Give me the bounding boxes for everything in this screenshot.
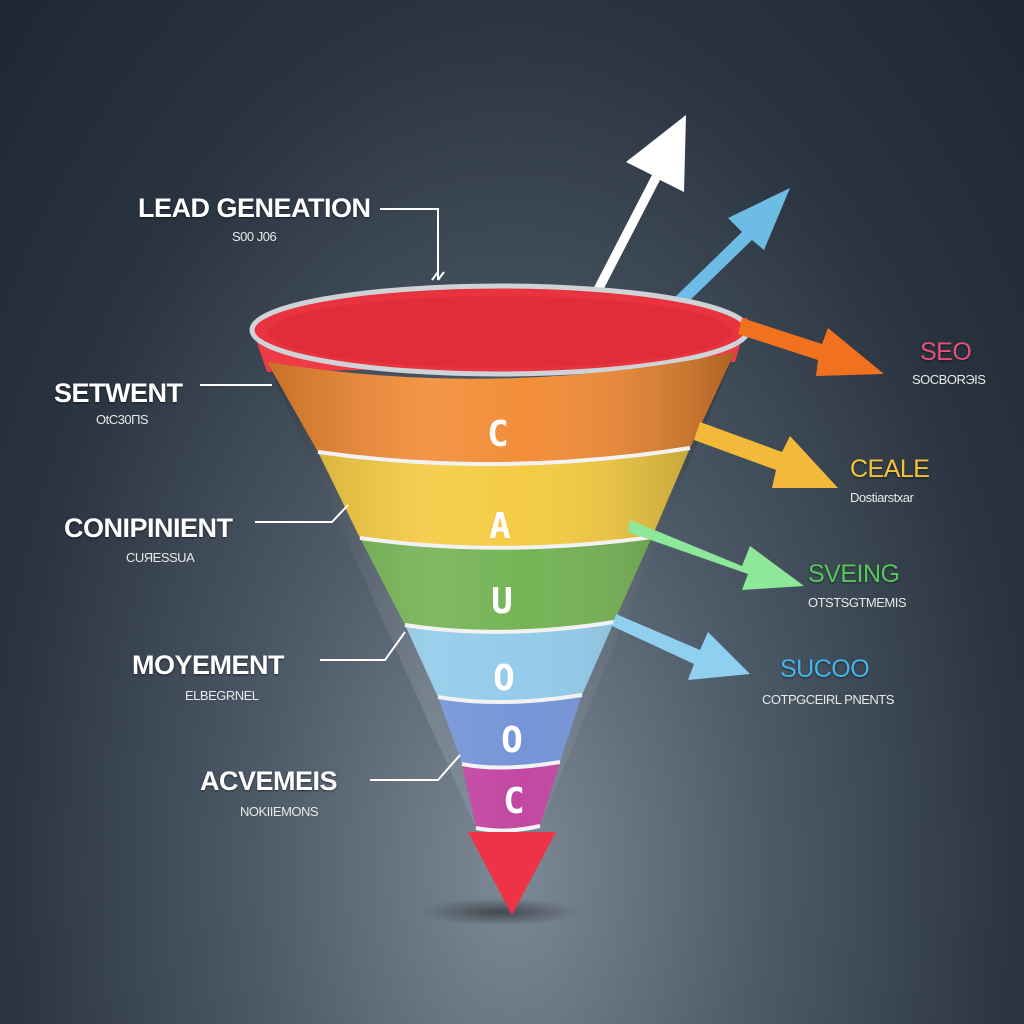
right-label-ceale: CEALE — [850, 455, 930, 483]
funnel — [249, 283, 751, 915]
funnel-rings — [317, 446, 691, 833]
left-sublabel-conipinient: CUЯESSUA — [126, 550, 195, 565]
right-sublabel-sveing: OTSTSGTMEMIS — [808, 595, 907, 610]
left-sublabel-setwent: OtC30ПS — [96, 412, 149, 427]
arrow-lightblue — [612, 614, 750, 680]
left-label-acvemeis: ACVEMEIS — [200, 766, 338, 796]
left-label-conipinient: CONIPINIENT — [64, 513, 233, 543]
funnel-letter: O — [493, 658, 515, 699]
funnel-letter: O — [501, 720, 523, 761]
left-label-moyement: MOYEMENT — [132, 650, 285, 680]
right-sublabel-sucoo: COTPGCEIRL PNENTS — [762, 692, 894, 707]
funnel-letter: C — [487, 414, 509, 455]
arrow-green — [628, 520, 804, 590]
arrow-orange — [738, 318, 884, 376]
funnel-output-arrow — [468, 832, 556, 915]
funnel-shading — [267, 352, 735, 831]
funnel-letter: C — [503, 781, 525, 822]
right-label-sveing: SVEING — [808, 560, 900, 588]
left-sublabel-lead-generation: S00 J06 — [232, 229, 277, 244]
left-sublabel-moyement: ELBEGRNEL — [185, 688, 259, 703]
right-sublabel-seo: SOCBORЭIS — [912, 372, 986, 387]
ground-shadow — [420, 898, 580, 926]
leader-lines — [200, 208, 461, 781]
funnel-letter: U — [491, 581, 513, 622]
left-sublabel-acvemeis: NOKIIEMONS — [240, 804, 319, 819]
funnel-letter: A — [489, 506, 511, 547]
funnel-interior — [268, 296, 732, 368]
right-sublabel-ceale: Dostiarstxar — [850, 490, 914, 505]
funnel-letters: C A U O O C — [487, 414, 525, 822]
arrow-white — [590, 115, 686, 300]
arrow-yellow — [694, 422, 838, 488]
left-label-lead-generation: LEAD GENEATION — [138, 193, 371, 223]
right-label-sucoo: SUCOO — [780, 655, 870, 683]
right-label-seo: SEO — [920, 338, 972, 366]
left-label-setwent: SETWENT — [54, 378, 183, 408]
arrow-blue — [672, 188, 790, 308]
